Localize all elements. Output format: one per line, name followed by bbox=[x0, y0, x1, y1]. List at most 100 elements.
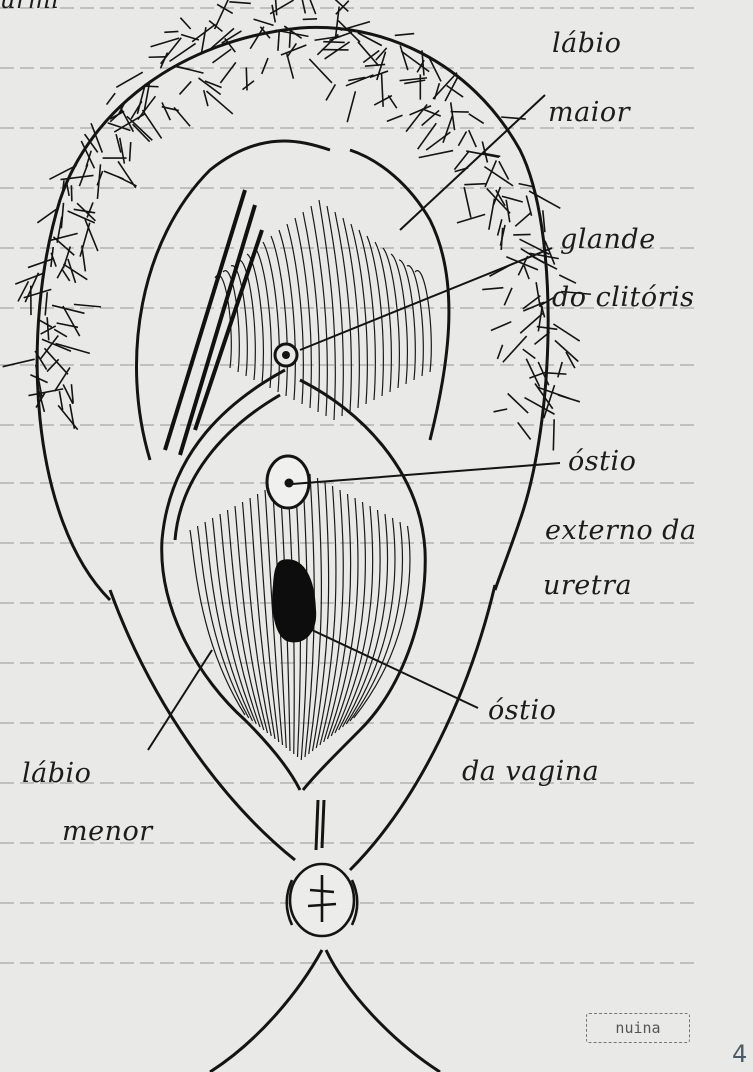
hair-stroke bbox=[558, 362, 562, 377]
hair-stroke bbox=[365, 64, 385, 66]
hair-stroke bbox=[164, 31, 178, 32]
hair-stroke bbox=[303, 19, 317, 20]
hair-stroke bbox=[497, 345, 502, 359]
perineum-outline bbox=[110, 585, 495, 1072]
leader-ostio-uretra bbox=[292, 463, 560, 484]
vestibule-hatching bbox=[190, 200, 431, 760]
hair-stroke bbox=[329, 32, 352, 40]
hair-stroke bbox=[15, 273, 43, 284]
leader-glande bbox=[300, 248, 552, 350]
label-top-fragment: urmi bbox=[0, 0, 59, 12]
hair-stroke bbox=[387, 115, 403, 121]
hair-stroke bbox=[133, 124, 150, 141]
hair-stroke bbox=[553, 419, 554, 450]
hair-stroke bbox=[458, 132, 466, 146]
label-ostio-uretra-line1: óstio bbox=[568, 448, 636, 475]
hair-stroke bbox=[419, 151, 453, 158]
leader-ostio-vagina bbox=[312, 630, 478, 708]
hair-stroke bbox=[464, 184, 485, 185]
labia-majora-outline bbox=[37, 27, 548, 600]
hair-stroke bbox=[498, 219, 502, 235]
hair-stroke bbox=[494, 409, 508, 412]
hair-stroke bbox=[523, 349, 536, 358]
hair-stroke bbox=[278, 32, 279, 51]
hair-stroke bbox=[426, 132, 450, 150]
hair-stroke bbox=[55, 343, 89, 353]
vestibule-hatch-stroke bbox=[235, 506, 268, 733]
hair-stroke bbox=[262, 58, 268, 74]
hair-stroke bbox=[502, 196, 523, 202]
hair-stroke bbox=[482, 288, 503, 290]
hair-stroke bbox=[215, 0, 230, 29]
label-glande-line2: do clitóris bbox=[552, 284, 695, 311]
hair-stroke bbox=[54, 329, 67, 336]
hair-stroke bbox=[388, 95, 396, 108]
hair-stroke bbox=[506, 200, 510, 222]
hair-stroke bbox=[28, 259, 53, 268]
hair-stroke bbox=[51, 233, 78, 240]
hair-stroke bbox=[45, 292, 47, 315]
hair-stroke bbox=[422, 109, 441, 116]
leader-labio-maior bbox=[400, 95, 545, 230]
hair-stroke bbox=[400, 45, 408, 70]
hair-stroke bbox=[162, 102, 170, 120]
label-ostio-uretra-line2: externo da bbox=[545, 517, 697, 544]
hair-stroke bbox=[558, 395, 580, 402]
hair-stroke bbox=[443, 116, 452, 143]
hair-stroke bbox=[289, 30, 290, 48]
hair-stroke bbox=[130, 142, 131, 161]
leader-labio-menor bbox=[148, 650, 212, 750]
hair-stroke bbox=[508, 394, 529, 414]
hair-stroke bbox=[309, 59, 332, 83]
label-glande-line1: glande bbox=[560, 226, 656, 253]
hair-stroke bbox=[526, 196, 531, 216]
hair-stroke bbox=[553, 324, 579, 341]
hair-stroke bbox=[529, 373, 543, 378]
hair-stroke bbox=[270, 0, 293, 14]
hair-stroke bbox=[47, 317, 49, 340]
label-labio-maior-line2: maior bbox=[548, 99, 630, 126]
hair-stroke bbox=[62, 269, 70, 281]
hair-stroke bbox=[555, 340, 578, 361]
hair-stroke bbox=[469, 114, 484, 124]
hair-stroke bbox=[180, 81, 192, 94]
hair-stroke bbox=[250, 27, 264, 49]
hair-stroke bbox=[220, 62, 235, 83]
hair-stroke bbox=[347, 91, 355, 122]
hair-stroke bbox=[242, 81, 254, 90]
hair-stroke bbox=[79, 164, 87, 186]
hair-stroke bbox=[40, 320, 52, 327]
label-ostio-vagina-line1: óstio bbox=[488, 697, 556, 724]
label-labio-menor-line1: lábio bbox=[22, 760, 91, 787]
hair-stroke bbox=[434, 83, 439, 99]
hair-stroke bbox=[529, 191, 560, 208]
hair-stroke bbox=[504, 288, 512, 305]
hair-stroke bbox=[55, 367, 70, 391]
hair-stroke bbox=[116, 72, 142, 87]
hair-stroke bbox=[52, 305, 84, 313]
stamp-text: nuina bbox=[615, 1019, 660, 1037]
hair-stroke bbox=[395, 34, 414, 36]
hair-stroke bbox=[74, 304, 101, 307]
hair-stroke bbox=[254, 19, 274, 25]
label-ostio-uretra-line3: uretra bbox=[543, 572, 632, 599]
urethral-orifice bbox=[267, 456, 309, 508]
hair-stroke bbox=[212, 49, 231, 63]
hair-stroke bbox=[144, 86, 158, 87]
publisher-stamp: nuina bbox=[586, 1013, 690, 1043]
hair-stroke bbox=[464, 187, 471, 218]
hair-stroke bbox=[469, 130, 477, 147]
hair-stroke bbox=[526, 359, 539, 387]
hair-stroke bbox=[302, 0, 305, 13]
hair-stroke bbox=[53, 237, 74, 255]
hair-stroke bbox=[489, 199, 495, 230]
vestibule-hatch-stroke bbox=[250, 498, 275, 739]
hair-stroke bbox=[304, 0, 315, 14]
label-labio-menor-line2: menor bbox=[62, 818, 153, 845]
hair-stroke bbox=[28, 389, 63, 396]
hair-stroke bbox=[61, 203, 63, 229]
label-labio-maior-line1: lábio bbox=[552, 30, 621, 57]
hair-stroke bbox=[274, 0, 276, 15]
hair-stroke bbox=[515, 213, 531, 227]
hair-stroke bbox=[61, 175, 94, 179]
